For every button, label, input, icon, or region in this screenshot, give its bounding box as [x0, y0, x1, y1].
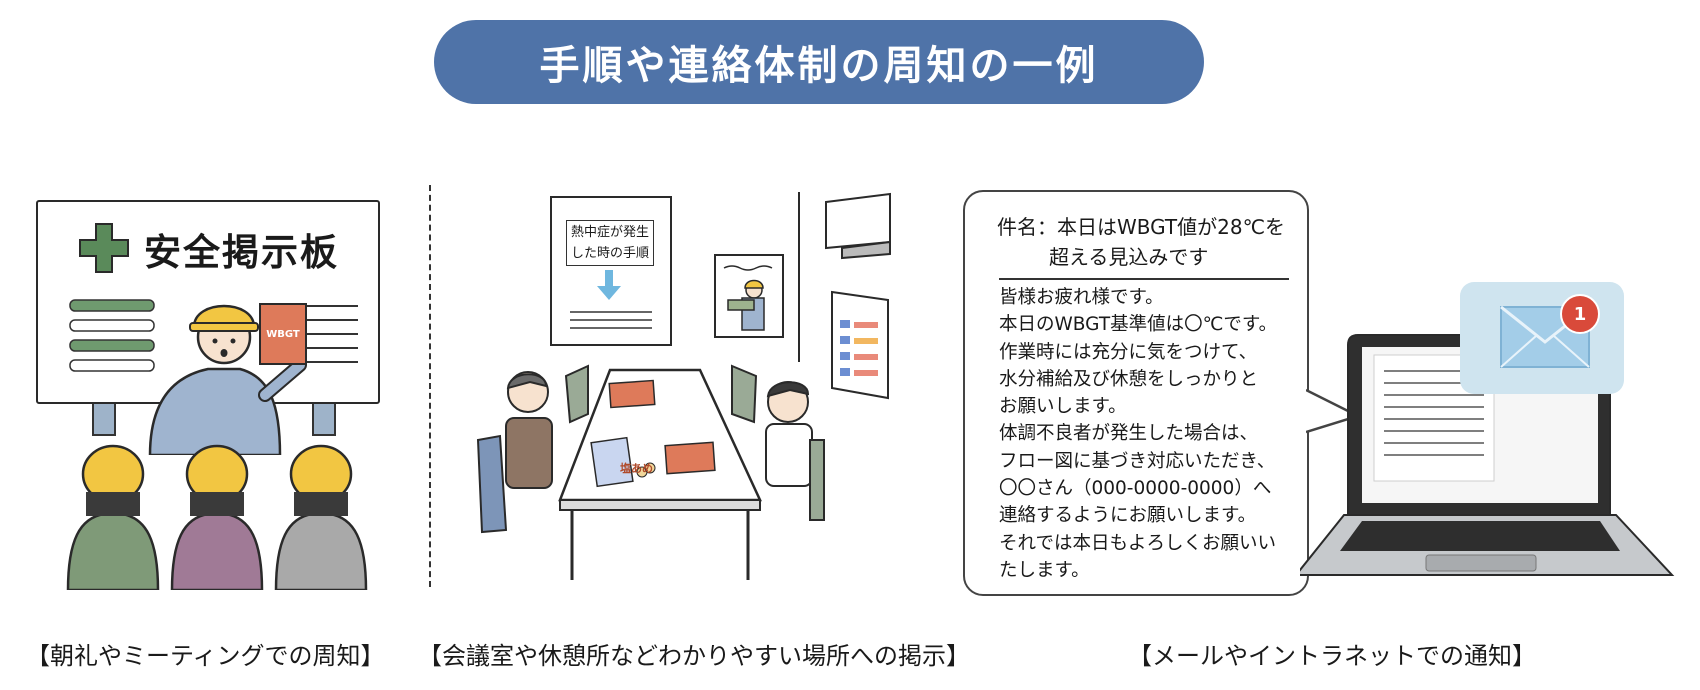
email-subject-line-1: 件名：本日はWBGT値が28℃を: [997, 215, 1286, 239]
caption-break-room: 【会議室や休憩所などわかりやすい場所への掲示】: [418, 642, 970, 670]
down-arrow-icon: [597, 270, 621, 300]
email-body-line: 本日のWBGT基準値は〇℃です。: [999, 314, 1278, 336]
procedure-poster-heading: 熱中症が発生 した時の手順: [566, 220, 654, 266]
email-body: 皆様お疲れ様です。 本日のWBGT基準値は〇℃です。 作業時には充分に気をつけて…: [999, 284, 1277, 584]
email-subject-line-2: 超える見込みです: [1049, 245, 1209, 269]
panel-divider: [429, 185, 431, 587]
worker-poster: [714, 254, 784, 338]
panel-morning-meeting: 安全掲示板 WBGT: [0, 0, 430, 690]
chart-poster: [831, 290, 889, 400]
wbgt-card: WBGT: [259, 303, 307, 365]
email-body-line: 連絡するようにお願いします。: [999, 505, 1257, 527]
board-notices: [69, 299, 358, 372]
procedure-poster: 熱中症が発生 した時の手順: [550, 196, 672, 346]
email-body-line: フロー図に基づき対応いただき、: [999, 450, 1276, 472]
caption-email: 【メールやイントラネットでの通知】: [1128, 642, 1536, 670]
speaker-worker: [148, 304, 307, 455]
email-subject: 件名：本日はWBGT値が28℃を 超える見込みです: [997, 212, 1285, 272]
board-post-left: [92, 400, 116, 436]
subject-divider: [999, 278, 1289, 280]
meeting-table-scene: [476, 364, 825, 580]
poster-line-2: した時の手順: [570, 246, 649, 261]
email-body-line: 皆様お疲れ様です。: [999, 287, 1164, 308]
poster-lines: [570, 311, 652, 329]
panel-break-room: 熱中症が発生 した時の手順: [418, 0, 970, 690]
wall-corner: [798, 192, 800, 362]
audience-workers: [66, 444, 368, 590]
caption-morning-meeting: 【朝礼やミーティングでの周知】: [26, 642, 385, 670]
email-body-line: 水分補給及び休憩をしっかりと: [999, 368, 1259, 390]
page-title: 手順や連絡体制の周知の一例: [539, 43, 1099, 89]
email-body-line: 体調不良者が発生した場合は、: [999, 423, 1259, 445]
email-body-line: お願いします。: [999, 396, 1127, 418]
title-banner: 手順や連絡体制の周知の一例: [434, 20, 1204, 104]
email-body-line: たします。: [999, 559, 1090, 581]
email-body-line: 〇〇さん（000-0000-0000）へ: [999, 478, 1272, 500]
email-body-line: 作業時には充分に気をつけて、: [999, 341, 1258, 363]
snack-label: 塩あめ: [620, 462, 653, 475]
notification-count: 1: [1573, 303, 1587, 325]
board-title: 安全掲示板: [144, 231, 339, 274]
air-conditioner: [825, 192, 891, 260]
green-cross-icon: [79, 223, 129, 273]
poster-line-1: 熱中症が発生: [570, 225, 649, 240]
wbgt-card-label: WBGT: [266, 328, 300, 340]
notification-badge-icon: 1: [1560, 294, 1600, 334]
email-body-line: それでは本日もよろしくお願いい: [999, 532, 1276, 554]
email-bubble: 件名：本日はWBGT値が28℃を 超える見込みです 皆様お疲れ様です。 本日のW…: [963, 190, 1309, 596]
